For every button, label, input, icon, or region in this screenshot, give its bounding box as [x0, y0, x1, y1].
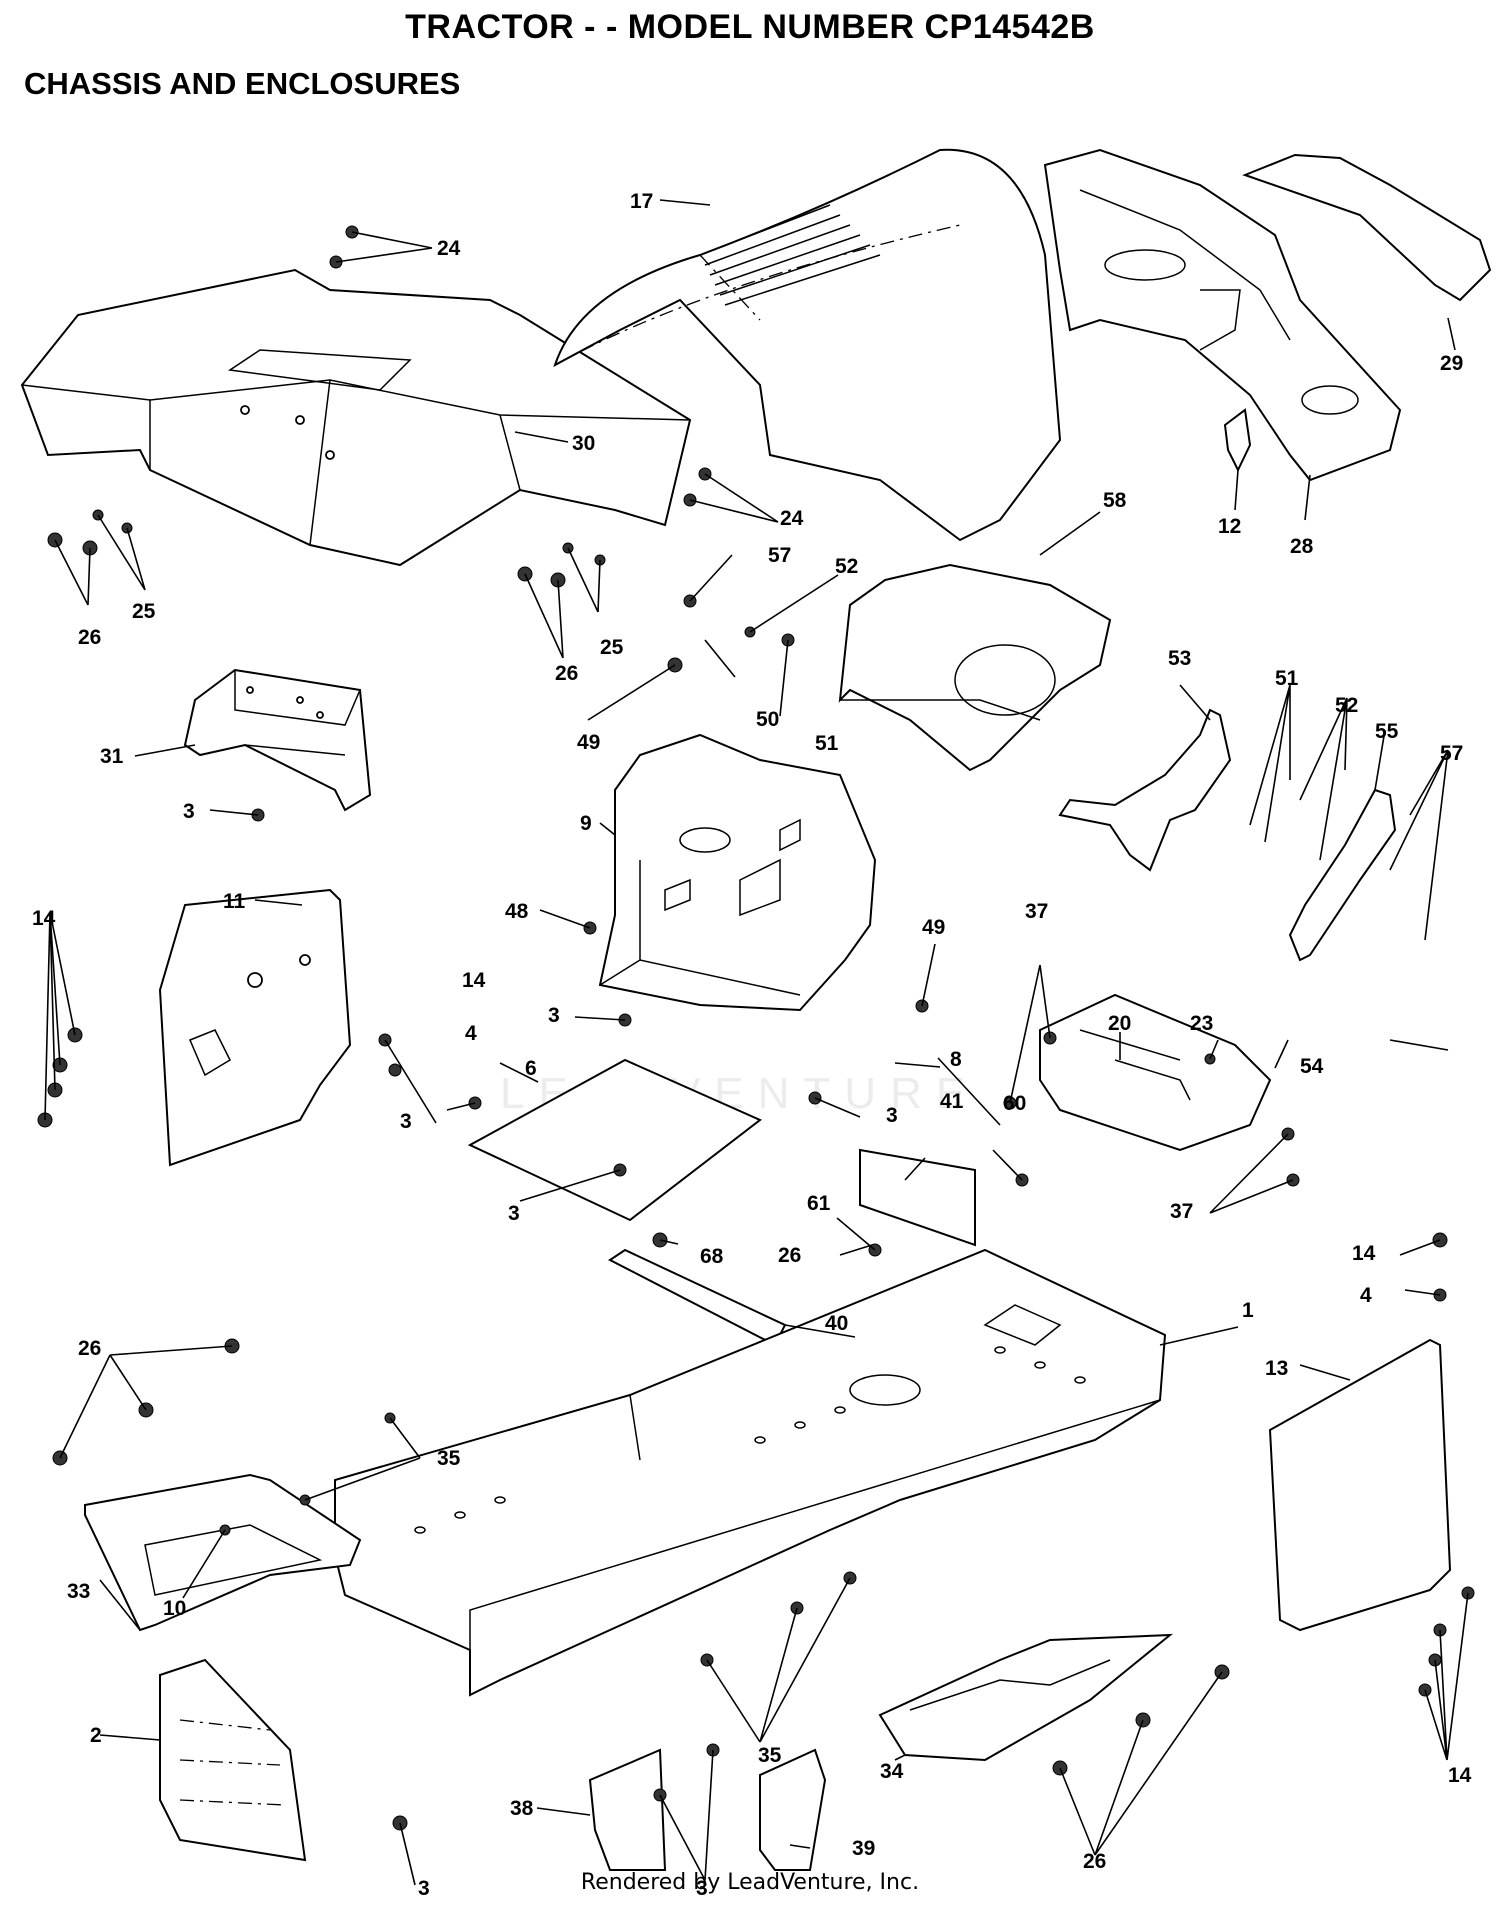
part-38-bracket[interactable]: [588, 1748, 667, 1871]
callout-26-rear: 26: [1083, 1850, 1106, 1873]
callout-4-right: 4: [1360, 1284, 1372, 1307]
callout-26-left: 26: [78, 626, 101, 649]
callout-1: 1: [1242, 1299, 1254, 1322]
callout-29: 29: [1440, 352, 1463, 375]
part-17-hood[interactable]: [553, 148, 1062, 542]
part-30-rear-fender[interactable]: [20, 268, 692, 567]
part-55-support-bracket-right[interactable]: [1288, 788, 1397, 962]
callout-51-lower: 51: [1275, 667, 1299, 690]
callout-6: 6: [525, 1057, 537, 1080]
callout-58: 58: [1103, 489, 1127, 512]
callout-11: 11: [223, 890, 246, 913]
callout-3-front: 3: [418, 1877, 430, 1900]
footer-credit: Rendered by LeadVenture, Inc.: [580, 1870, 920, 1895]
callout-35-upper: 35: [437, 1447, 461, 1470]
callout-31: 31: [100, 745, 124, 768]
callout-33: 33: [67, 1580, 90, 1603]
callout-13: 13: [1265, 1357, 1288, 1380]
callout-40: 40: [825, 1312, 848, 1335]
callout-labels: 17 24 30 29 12 28 24 58 25 26 57 52 25 2…: [32, 190, 1472, 1900]
part-6-floor-plate[interactable]: [467, 1058, 762, 1222]
callout-25-left: 25: [132, 600, 156, 623]
callout-60: 60: [1003, 1092, 1026, 1115]
part-9-dash-panel[interactable]: [598, 733, 877, 1012]
callout-30: 30: [572, 432, 595, 455]
callout-28: 28: [1290, 535, 1314, 558]
callout-3-bracket: 3: [183, 800, 195, 823]
callout-38: 38: [510, 1797, 534, 1820]
part-39-bracket[interactable]: [759, 1748, 827, 1871]
callout-14-left: 14: [32, 907, 56, 930]
callout-34: 34: [880, 1760, 904, 1783]
callout-3-plate-right: 3: [886, 1104, 898, 1127]
callout-57-upper: 57: [768, 544, 791, 567]
callout-8: 8: [950, 1048, 962, 1071]
part-11-left-side-panel[interactable]: [158, 888, 352, 1167]
callout-26-front: 26: [78, 1337, 101, 1360]
part-20-step-plate[interactable]: [1039, 993, 1272, 1152]
callout-20: 20: [1108, 1012, 1131, 1035]
callout-49-lower: 49: [922, 916, 945, 939]
part-12-latch[interactable]: [1223, 408, 1252, 473]
callout-54: 54: [1300, 1055, 1324, 1078]
section-subtitle: CHASSIS AND ENCLOSURES: [24, 66, 461, 101]
part-29-headlight-lens[interactable]: [1242, 153, 1492, 302]
part-40-strip[interactable]: [608, 1248, 787, 1347]
callout-2: 2: [90, 1724, 102, 1747]
callout-3-rear: 3: [696, 1877, 708, 1900]
part-53-support-bracket-left[interactable]: [1058, 708, 1232, 872]
callout-10: 10: [163, 1597, 186, 1620]
callout-14-mid: 14: [462, 969, 486, 992]
callout-25-right: 25: [600, 636, 624, 659]
part-2-front-bracket[interactable]: [159, 1658, 307, 1862]
callout-48: 48: [505, 900, 529, 923]
callout-35-lower: 35: [758, 1744, 782, 1767]
part-41-plate[interactable]: [859, 1148, 976, 1247]
callout-4-mid: 4: [465, 1022, 477, 1045]
callout-24-lower: 24: [780, 507, 804, 530]
callout-3-plate-bottom: 3: [508, 1202, 520, 1225]
callout-37-lower: 37: [1170, 1200, 1193, 1223]
callout-leaders: [44, 199, 1469, 1886]
part-1-main-frame[interactable]: [334, 1248, 1167, 1697]
page-title: TRACTOR - - MODEL NUMBER CP14542B: [405, 8, 1095, 46]
callout-3-dash: 3: [548, 1004, 560, 1027]
callout-53: 53: [1168, 647, 1191, 670]
callout-26-right: 26: [555, 662, 578, 685]
callout-3-plate-left: 3: [400, 1110, 412, 1133]
callout-14-right-lower: 14: [1448, 1764, 1472, 1787]
callout-12: 12: [1218, 515, 1241, 538]
callout-24-upper: 24: [437, 237, 461, 260]
callout-23: 23: [1190, 1012, 1213, 1035]
callout-9: 9: [580, 812, 592, 835]
callout-41: 41: [940, 1090, 964, 1113]
callout-52-upper: 52: [835, 555, 858, 578]
callout-39: 39: [852, 1837, 875, 1860]
callout-14-right-upper: 14: [1352, 1242, 1376, 1265]
callout-61: 61: [807, 1192, 831, 1215]
callout-52-lower: 52: [1335, 694, 1358, 717]
callout-57-lower: 57: [1440, 742, 1463, 765]
callout-37-upper: 37: [1025, 900, 1048, 923]
part-58-air-deflector[interactable]: [838, 563, 1112, 772]
part-13-right-side-panel[interactable]: [1268, 1338, 1452, 1632]
part-33-front-support[interactable]: [84, 1473, 362, 1632]
part-31-fender-bracket[interactable]: [183, 668, 372, 812]
callout-55: 55: [1375, 720, 1399, 743]
callout-26-mid: 26: [778, 1244, 801, 1267]
callout-68: 68: [700, 1245, 724, 1268]
callout-49-upper: 49: [577, 731, 600, 754]
callout-50: 50: [756, 708, 779, 731]
callout-17: 17: [630, 190, 653, 213]
callout-51-upper: 51: [815, 732, 839, 755]
part-34-rear-support[interactable]: [878, 1633, 1173, 1762]
